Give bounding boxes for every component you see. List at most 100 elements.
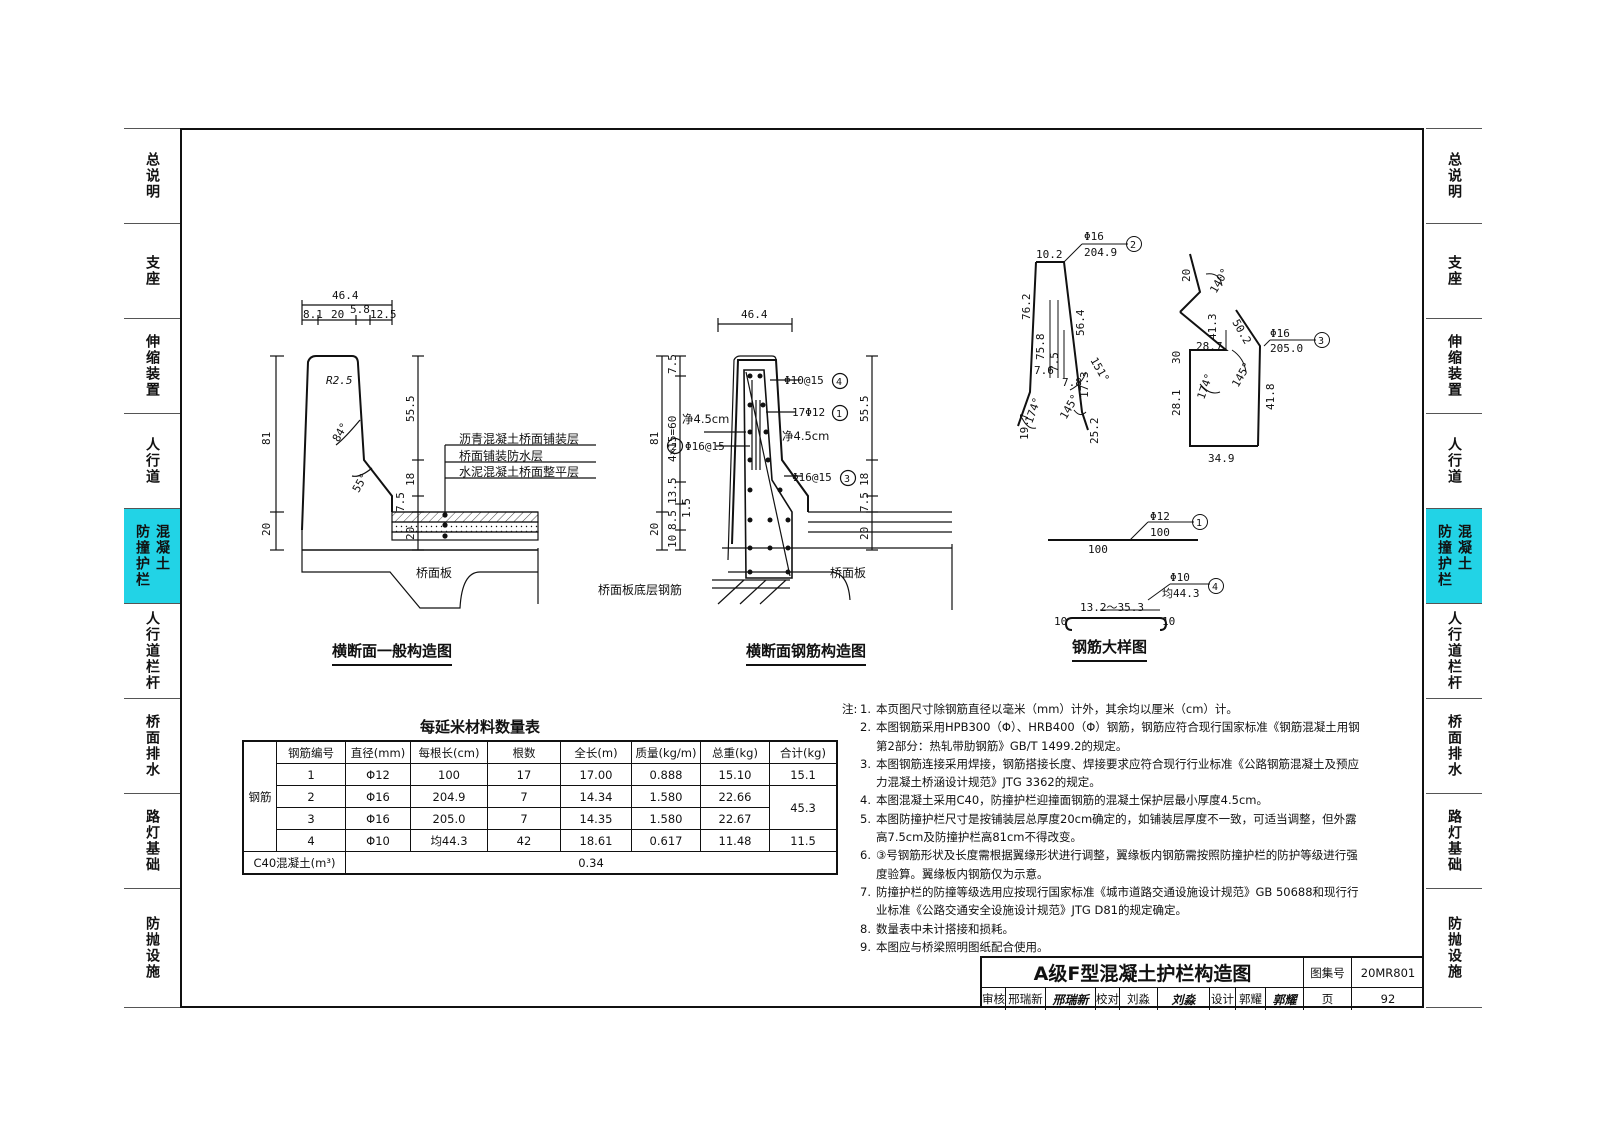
tab-bearing[interactable]: 支座 — [124, 223, 180, 318]
cell: Φ10 — [345, 829, 411, 852]
dim-part-1: 8.1 — [303, 308, 323, 321]
cell: 17.00 — [560, 763, 632, 786]
tab-drainage-r[interactable]: 桥面排水 — [1426, 698, 1482, 793]
mid-stack-2: 4×15=60 — [666, 416, 679, 462]
bar2-d1: 76.2 — [1020, 294, 1033, 321]
table-row-concrete: C40混凝土(m³) 0.34 — [242, 851, 838, 875]
note-item: 8.数量表中未计搭接和损耗。 — [860, 921, 1014, 936]
design-name: 郭耀 — [1236, 988, 1266, 1010]
tab-lamp[interactable]: 路灯基础 — [124, 793, 180, 888]
mid-dim-7-5: 7.5 — [858, 492, 871, 512]
cell: 1 — [276, 763, 346, 786]
bar2-len: 204.9 — [1084, 246, 1117, 259]
tab-sidewalk[interactable]: 人行道 — [124, 413, 180, 508]
rebar-3-spec: Φ16@15 — [792, 471, 832, 484]
cell: 7 — [487, 785, 561, 808]
bar2-d3: 56.4 — [1074, 309, 1087, 336]
cell: Φ16 — [345, 807, 411, 830]
tab-general[interactable]: 总说明 — [124, 128, 180, 223]
design-label: 设计 — [1210, 988, 1236, 1010]
mid-stack-6: 10 — [666, 535, 679, 548]
tab-barrier-r[interactable]: 防撞护栏混凝土 — [1426, 508, 1482, 603]
drawing-title: A级F型混凝土护栏构造图 — [982, 958, 1304, 988]
tab-antithrow-r[interactable]: 防抛设施 — [1426, 888, 1482, 1008]
cell: 2 — [276, 785, 346, 808]
mid-dim-18: 18 — [858, 473, 871, 486]
atlas-label: 图集号 — [1304, 958, 1352, 988]
materials-title: 每延米材料数量表 — [420, 718, 541, 736]
title-block: A级F型混凝土护栏构造图 图集号 20MR801 审核 邢瑞新 邢瑞新 校对 刘… — [980, 956, 1424, 1010]
review-signature: 邢瑞新 — [1046, 988, 1096, 1010]
mid-stack-3: 13.5 — [666, 478, 679, 505]
note-item: 2.本图钢筋采用HPB300（Φ）、HRB400（Φ）钢筋，钢筋应符合现行国家标… — [860, 720, 1360, 753]
cell: 17 — [487, 763, 561, 786]
rebar-2-spec: Φ16@15 — [685, 440, 725, 453]
bar3-d4: 30 — [1170, 351, 1183, 364]
table-header-row: 钢筋 钢筋编号 直径(mm) 每根长(cm) 根数 全长(m) 质量(kg/m)… — [242, 740, 838, 852]
cell: 0.34 — [345, 851, 838, 875]
mid-dim-20: 20 — [648, 523, 661, 536]
bar2-id: 2 — [1130, 240, 1136, 251]
mid-dim-top: 46.4 — [741, 308, 768, 321]
bar2-d8: 19.7 — [1018, 414, 1031, 441]
bar3-d5: 28.1 — [1170, 390, 1183, 417]
review-label: 审核 — [982, 988, 1006, 1010]
tab-expansion-r[interactable]: 伸缩装置 — [1426, 318, 1482, 413]
clear-cover-1: 净4.5cm — [682, 412, 729, 426]
bar2-d7: 17.3 — [1078, 372, 1091, 399]
check-signature: 刘淼 — [1158, 988, 1210, 1010]
review-name: 邢瑞新 — [1006, 988, 1046, 1010]
bar1-len: 100 — [1150, 526, 1170, 539]
bar3-len: 205.0 — [1270, 342, 1303, 355]
tab-bearing-r[interactable]: 支座 — [1426, 223, 1482, 318]
header-cell: 直径(mm) — [345, 740, 411, 764]
angle-84: 84° — [330, 420, 351, 444]
clear-cover-2: 净4.5cm — [782, 429, 829, 443]
bar3-d7: 34.9 — [1208, 452, 1235, 465]
cell: 22.67 — [700, 807, 770, 830]
tab-barrier[interactable]: 防撞护栏混凝土 — [124, 508, 180, 603]
cell: Φ16 — [345, 785, 411, 808]
dim-55-5: 55.5 — [404, 396, 417, 423]
cell: 1.580 — [631, 807, 701, 830]
tab-antithrow[interactable]: 防抛设施 — [124, 888, 180, 1008]
atlas-number: 20MR801 — [1352, 958, 1424, 988]
cell: 15.1 — [769, 763, 838, 786]
bar3-id: 3 — [1318, 336, 1324, 347]
tab-railing-r[interactable]: 人行道栏杆 — [1426, 603, 1482, 698]
radius-label: R2.5 — [326, 374, 353, 387]
cell: 15.10 — [700, 763, 770, 786]
left-section-title: 横断面一般构造图 — [332, 640, 452, 666]
bar4-spec: Φ10 — [1170, 571, 1190, 584]
tab-expansion[interactable]: 伸缩装置 — [124, 318, 180, 413]
header-cell: 质量(kg/m) — [631, 740, 701, 764]
bar3-d0: 20 — [1180, 269, 1193, 282]
bar3-d6: 41.8 — [1264, 384, 1277, 411]
tab-lamp-r[interactable]: 路灯基础 — [1426, 793, 1482, 888]
note-item: 注:1.本页图尺寸除钢筋直径以毫米（mm）计外，其余均以厘米（cm）计。 — [842, 702, 1238, 716]
cell: 0.888 — [631, 763, 701, 786]
tab-general-r[interactable]: 总说明 — [1426, 128, 1482, 223]
dim-20b: 20 — [404, 527, 417, 540]
cell: 11.5 — [769, 829, 838, 852]
cell: 22.66 — [700, 785, 770, 808]
bar3-d2: 50.2 — [1229, 317, 1254, 346]
notes: 注:1.本页图尺寸除钢筋直径以毫米（mm）计外，其余均以厘米（cm）计。 2.本… — [842, 700, 1362, 956]
cell: 205.0 — [410, 807, 488, 830]
tab-sidewalk-r[interactable]: 人行道 — [1426, 413, 1482, 508]
dim-part-3: 5.8 — [350, 303, 370, 316]
bar1-d: 100 — [1088, 543, 1108, 556]
bar2-a0: 151° — [1087, 355, 1112, 384]
rebar-1-spec: 17Φ12 — [792, 406, 825, 419]
bar4-range: 13.2～35.3 — [1080, 601, 1144, 614]
dim-top: 46.4 — [332, 289, 359, 302]
note-item: 6.③号钢筋形状及长度需根据翼缘形状进行调整，翼缘板内钢筋需按照防撞护栏的防护等… — [860, 848, 1358, 881]
mid-dim-20b: 20 — [858, 527, 871, 540]
cell: 11.48 — [700, 829, 770, 852]
detail-title: 钢筋大样图 — [1072, 636, 1147, 662]
mid-stack-5: 8.5 — [666, 510, 679, 530]
tab-railing[interactable]: 人行道栏杆 — [124, 603, 180, 698]
mid-dim-55-5: 55.5 — [858, 396, 871, 423]
cell: 4 — [276, 829, 346, 852]
tab-drainage[interactable]: 桥面排水 — [124, 698, 180, 793]
